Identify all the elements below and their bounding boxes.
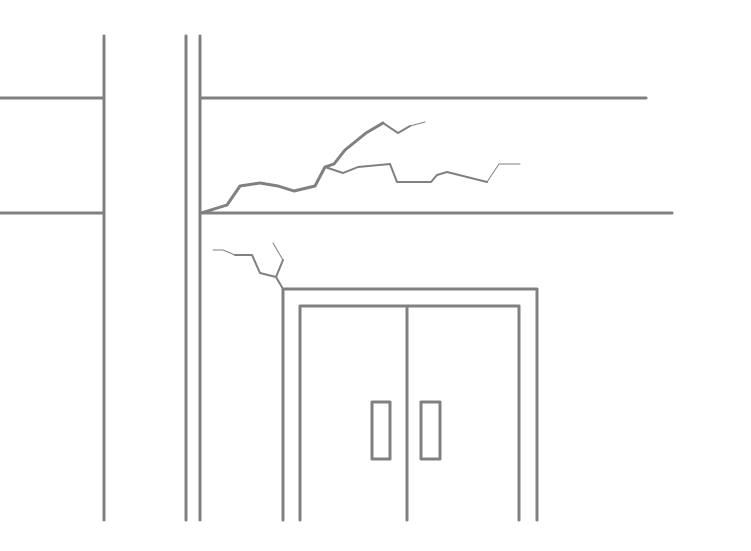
double-door [281, 287, 539, 522]
door-corner-crack [234, 254, 284, 290]
door-outer-frame [281, 287, 539, 522]
main-crack-tip-fine [409, 121, 426, 127]
door-inner-frame [298, 304, 521, 522]
door-corner-crack-branch-tip [272, 242, 284, 261]
door-corner-crack-branch [275, 259, 284, 278]
door-handle-left [370, 400, 392, 461]
wall-structure [0, 34, 674, 522]
main-crack [199, 121, 385, 215]
door-corner-crack-tail [212, 249, 236, 256]
main-crack-tip [382, 122, 411, 134]
branch-crack-tip [486, 163, 521, 183]
cracks [199, 121, 521, 290]
door-handle-right [419, 400, 442, 461]
branch-crack [324, 163, 488, 183]
